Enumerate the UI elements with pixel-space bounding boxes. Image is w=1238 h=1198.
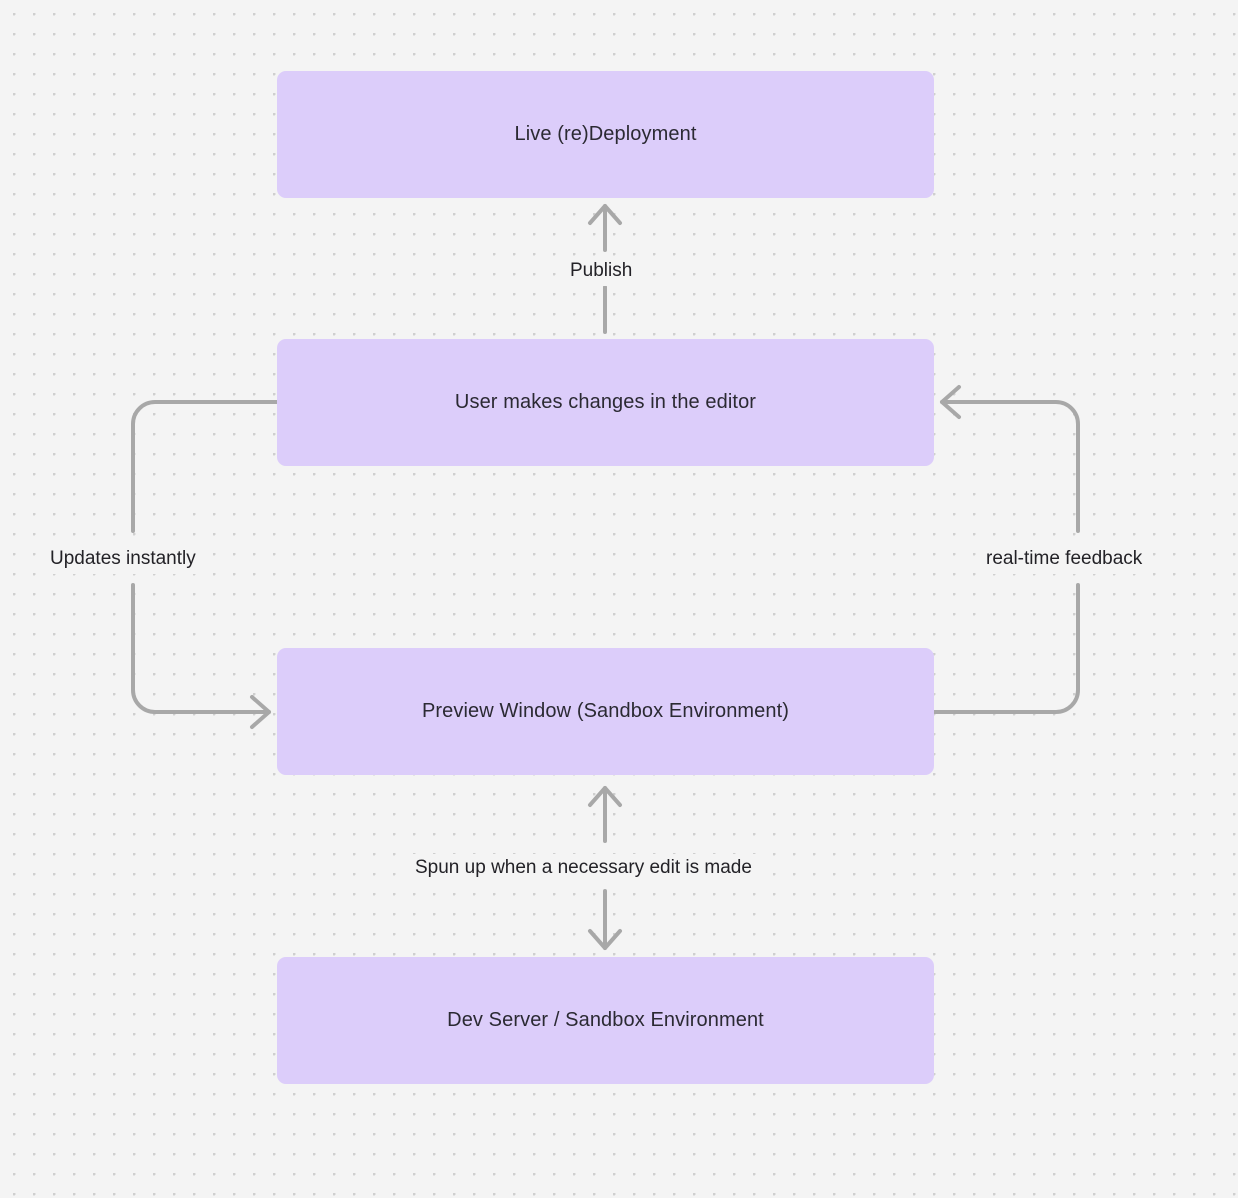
node-label: Live (re)Deployment bbox=[514, 123, 697, 145]
node-preview-window[interactable]: Preview Window (Sandbox Environment) bbox=[277, 648, 934, 775]
node-dev-server[interactable]: Dev Server / Sandbox Environment bbox=[277, 957, 934, 1084]
node-label: User makes changes in the editor bbox=[454, 391, 757, 413]
node-live-deployment[interactable]: Live (re)Deployment bbox=[277, 71, 934, 198]
edge-label-publish: Publish bbox=[565, 257, 638, 286]
edge-label-updates-instantly: Updates instantly bbox=[45, 545, 201, 574]
node-label: Preview Window (Sandbox Environment) bbox=[421, 700, 790, 722]
edge-label-spun-up: Spun up when a necessary edit is made bbox=[410, 854, 757, 883]
node-user-changes[interactable]: User makes changes in the editor bbox=[277, 339, 934, 466]
node-label: Dev Server / Sandbox Environment bbox=[447, 1009, 764, 1031]
edge-label-real-time-feedback: real-time feedback bbox=[981, 545, 1148, 574]
